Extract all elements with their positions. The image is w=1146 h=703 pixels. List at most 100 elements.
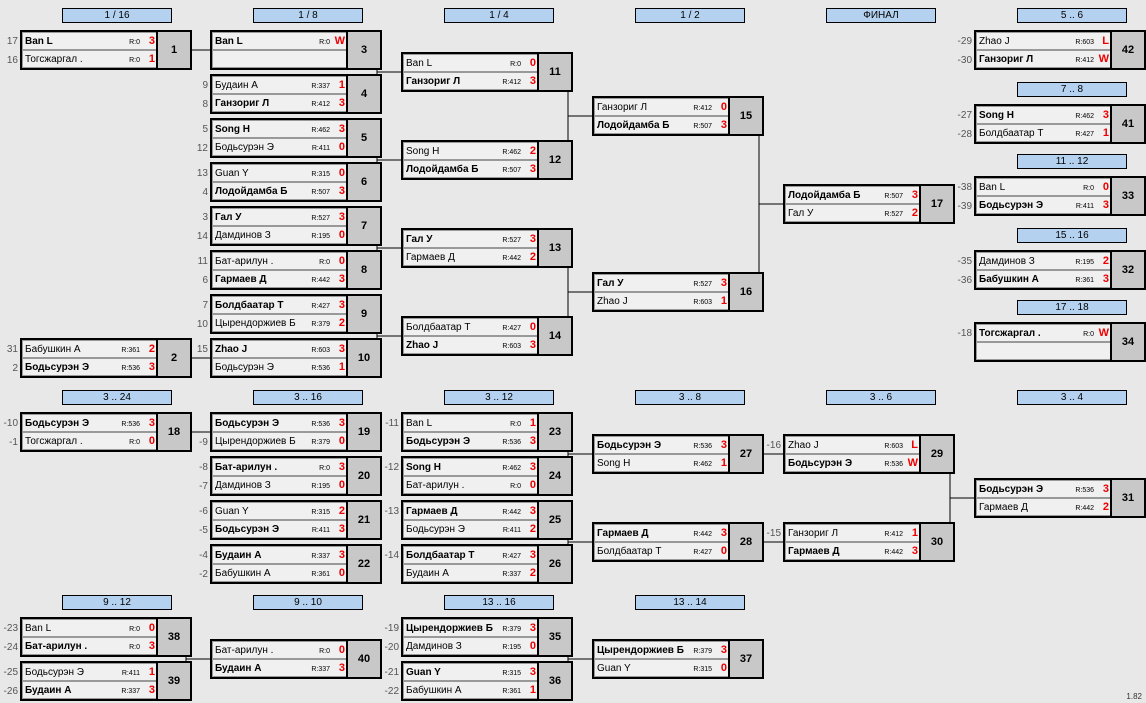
match-player-row[interactable]: Дамдинов ЗR:1950	[212, 476, 348, 494]
match-player-row[interactable]: Zhao JR:6033	[403, 336, 539, 354]
match-box-41[interactable]: Song HR:4623Болдбаатар ТR:427141	[974, 104, 1146, 144]
match-box-24[interactable]: Song HR:4623Бат-арилун .R:0024	[401, 456, 573, 496]
match-player-row[interactable]: Будаин АR:3373	[22, 681, 158, 699]
match-box-8[interactable]: Бат-арилун .R:00Гармаев ДR:44238	[210, 250, 382, 290]
match-player-row[interactable]: Будаин АR:3372	[403, 564, 539, 582]
match-player-row[interactable]: Гармаев ДR:4423	[594, 524, 730, 542]
match-box-34[interactable]: Тогсжаргал .R:0W34	[974, 322, 1146, 362]
match-player-row[interactable]: Бабушкин АR:3611	[403, 681, 539, 699]
match-player-row[interactable]: Ban LR:0W	[212, 32, 348, 50]
match-box-16[interactable]: Гал УR:5273Zhao JR:603116	[592, 272, 764, 312]
match-box-21[interactable]: Guan YR:3152Бодьсурэн ЭR:411321	[210, 500, 382, 540]
match-player-row[interactable]: Бодьсурэн ЭR:5363	[212, 414, 348, 432]
match-player-row[interactable]: Zhao JR:6033	[212, 340, 348, 358]
match-player-row[interactable]: Болдбаатар ТR:4273	[403, 546, 539, 564]
match-player-row[interactable]: Ганзориг ЛR:4120	[594, 98, 730, 116]
match-player-row[interactable]: Цырендоржиев БR:3792	[212, 314, 348, 332]
match-box-25[interactable]: Гармаев ДR:4423Бодьсурэн ЭR:411225	[401, 500, 573, 540]
match-box-3[interactable]: Ban LR:0W3	[210, 30, 382, 70]
match-player-row[interactable]: Бодьсурэн ЭR:536W	[785, 454, 921, 472]
match-player-row[interactable]: Дамдинов ЗR:1950	[212, 226, 348, 244]
match-player-row[interactable]: Дамдинов ЗR:1952	[976, 252, 1112, 270]
match-box-40[interactable]: Бат-арилун .R:00Будаин АR:337340	[210, 639, 382, 679]
match-player-row[interactable]: Гармаев ДR:4423	[785, 542, 921, 560]
match-box-9[interactable]: Болдбаатар ТR:4273Цырендоржиев БR:37929	[210, 294, 382, 334]
match-player-row[interactable]: Ганзориг ЛR:4123	[403, 72, 539, 90]
match-player-row[interactable]: Будаин АR:3371	[212, 76, 348, 94]
match-box-11[interactable]: Ban LR:00Ганзориг ЛR:412311	[401, 52, 573, 92]
match-player-row[interactable]: Zhao JR:603L	[785, 436, 921, 454]
match-player-row[interactable]: Гал УR:5273	[594, 274, 730, 292]
match-box-15[interactable]: Ганзориг ЛR:4120Лодойдамба БR:507315	[592, 96, 764, 136]
match-box-18[interactable]: Бодьсурэн ЭR:5363Тогсжаргал .R:0018	[20, 412, 192, 452]
match-player-row[interactable]: Song HR:4623	[212, 120, 348, 138]
match-box-38[interactable]: Ban LR:00Бат-арилун .R:0338	[20, 617, 192, 657]
match-box-14[interactable]: Болдбаатар ТR:4270Zhao JR:603314	[401, 316, 573, 356]
match-box-20[interactable]: Бат-арилун .R:03Дамдинов ЗR:195020	[210, 456, 382, 496]
match-box-30[interactable]: Ганзориг ЛR:4121Гармаев ДR:442330	[783, 522, 955, 562]
match-player-row[interactable]: Цырендоржиев БR:3793	[403, 619, 539, 637]
match-box-42[interactable]: Zhao JR:603LГанзориг ЛR:412W42	[974, 30, 1146, 70]
match-box-31[interactable]: Бодьсурэн ЭR:5363Гармаев ДR:442231	[974, 478, 1146, 518]
match-player-row[interactable]: Дамдинов ЗR:1950	[403, 637, 539, 655]
match-box-22[interactable]: Будаин АR:3373Бабушкин АR:361022	[210, 544, 382, 584]
match-box-6[interactable]: Guan YR:3150Лодойдамба БR:50736	[210, 162, 382, 202]
match-player-row[interactable]: Бат-арилун .R:03	[212, 458, 348, 476]
match-player-row[interactable]: Бат-арилун .R:03	[22, 637, 158, 655]
match-player-row[interactable]: Лодойдамба БR:5073	[594, 116, 730, 134]
match-player-row[interactable]: Ганзориг ЛR:4121	[785, 524, 921, 542]
match-player-row[interactable]: Бодьсурэн ЭR:5361	[212, 358, 348, 376]
match-player-row[interactable]: Цырендоржиев БR:3790	[212, 432, 348, 450]
match-player-row[interactable]: Бат-арилун .R:00	[403, 476, 539, 494]
match-player-row[interactable]: Гармаев ДR:4422	[403, 248, 539, 266]
match-player-row[interactable]: Бодьсурэн ЭR:5363	[22, 358, 158, 376]
match-player-row[interactable]: Бодьсурэн ЭR:4112	[403, 520, 539, 538]
match-box-33[interactable]: Ban LR:00Бодьсурэн ЭR:411333	[974, 176, 1146, 216]
match-box-19[interactable]: Бодьсурэн ЭR:5363Цырендоржиев БR:379019	[210, 412, 382, 452]
match-box-2[interactable]: Бабушкин АR:3612Бодьсурэн ЭR:53632	[20, 338, 192, 378]
match-player-row[interactable]: Тогсжаргал .R:00	[22, 432, 158, 450]
match-box-35[interactable]: Цырендоржиев БR:3793Дамдинов ЗR:195035	[401, 617, 573, 657]
match-box-10[interactable]: Zhao JR:6033Бодьсурэн ЭR:536110	[210, 338, 382, 378]
match-box-7[interactable]: Гал УR:5273Дамдинов ЗR:19507	[210, 206, 382, 246]
match-player-row[interactable]: Ban LR:03	[22, 32, 158, 50]
match-player-row[interactable]: Бодьсурэн ЭR:4113	[212, 520, 348, 538]
match-player-row[interactable]: Ban LR:00	[403, 54, 539, 72]
match-player-row[interactable]: Будаин АR:3373	[212, 546, 348, 564]
match-player-row[interactable]: Ban LR:00	[22, 619, 158, 637]
match-player-row[interactable]: Гал УR:5273	[212, 208, 348, 226]
match-box-36[interactable]: Guan YR:3153Бабушкин АR:361136	[401, 661, 573, 701]
match-box-23[interactable]: Ban LR:01Бодьсурэн ЭR:536323	[401, 412, 573, 452]
match-box-12[interactable]: Song HR:4622Лодойдамба БR:507312	[401, 140, 573, 180]
match-player-row[interactable]: Тогсжаргал .R:01	[22, 50, 158, 68]
match-player-row[interactable]: Гал УR:5272	[785, 204, 921, 222]
match-player-row[interactable]: Лодойдамба БR:5073	[785, 186, 921, 204]
match-player-row[interactable]: Бодьсурэн ЭR:4110	[212, 138, 348, 156]
match-player-row[interactable]: Бодьсурэн ЭR:4111	[22, 663, 158, 681]
match-player-row[interactable]: Song HR:4623	[403, 458, 539, 476]
match-player-row[interactable]: Лодойдамба БR:5073	[212, 182, 348, 200]
match-player-row[interactable]: Тогсжаргал .R:0W	[976, 324, 1112, 342]
match-box-37[interactable]: Цырендоржиев БR:3793Guan YR:315037	[592, 639, 764, 679]
match-player-row[interactable]: Гармаев ДR:4423	[403, 502, 539, 520]
match-player-row[interactable]: Zhao JR:603L	[976, 32, 1112, 50]
match-box-17[interactable]: Лодойдамба БR:5073Гал УR:527217	[783, 184, 955, 224]
match-player-row[interactable]: Guan YR:3150	[594, 659, 730, 677]
match-player-row[interactable]: Guan YR:3153	[403, 663, 539, 681]
match-player-row[interactable]: Бабушкин АR:3613	[976, 270, 1112, 288]
match-player-row[interactable]: Гармаев ДR:4422	[976, 498, 1112, 516]
match-player-row[interactable]: Будаин АR:3373	[212, 659, 348, 677]
match-box-1[interactable]: Ban LR:03Тогсжаргал .R:011	[20, 30, 192, 70]
match-box-39[interactable]: Бодьсурэн ЭR:4111Будаин АR:337339	[20, 661, 192, 701]
match-player-row[interactable]: Бодьсурэн ЭR:4113	[976, 196, 1112, 214]
match-box-29[interactable]: Zhao JR:603LБодьсурэн ЭR:536W29	[783, 434, 955, 474]
match-player-row[interactable]: Song HR:4623	[976, 106, 1112, 124]
match-box-27[interactable]: Бодьсурэн ЭR:5363Song HR:462127	[592, 434, 764, 474]
match-player-row[interactable]: Бат-арилун .R:00	[212, 252, 348, 270]
match-box-28[interactable]: Гармаев ДR:4423Болдбаатар ТR:427028	[592, 522, 764, 562]
match-box-32[interactable]: Дамдинов ЗR:1952Бабушкин АR:361332	[974, 250, 1146, 290]
match-player-row[interactable]: Болдбаатар ТR:4270	[403, 318, 539, 336]
match-player-row[interactable]: Ганзориг ЛR:4123	[212, 94, 348, 112]
match-player-row[interactable]: Бодьсурэн ЭR:5363	[403, 432, 539, 450]
match-player-row[interactable]: Болдбаатар ТR:4271	[976, 124, 1112, 142]
